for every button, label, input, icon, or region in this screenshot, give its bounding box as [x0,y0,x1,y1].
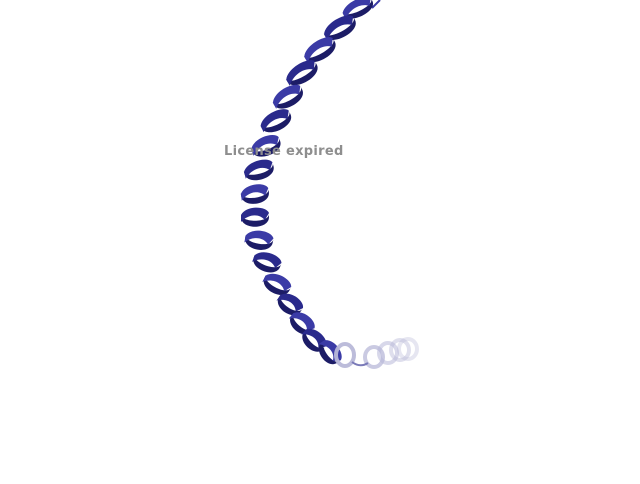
helix-turn-back [241,214,269,227]
helix-turn [252,252,282,273]
helix-turn-back [342,0,373,19]
helix-turn-back [290,312,314,335]
helix-tail-loop [334,342,356,368]
helix-turn [241,207,269,227]
helix-turn-back [272,86,303,109]
helix-turn-front [272,84,301,109]
helix-turn-back [323,17,356,40]
helix-tail-loop [363,345,385,369]
helix-turn [240,184,269,204]
helix-turn [276,293,303,316]
helix-turn [285,60,318,86]
helix-turn [303,37,336,63]
helix-turn-front [324,15,354,41]
helix-turn-back [253,254,282,273]
helix-turn [244,230,274,250]
helix-turn-back [240,189,269,204]
helix-tail-connector [351,361,369,367]
helix-tail-loop [397,337,419,361]
helix-turn [342,0,373,20]
helix-turn-front [251,135,279,156]
helix-turn [250,135,281,157]
license-watermark: License expired [224,144,344,159]
helix-turn-back [260,111,292,133]
helix-turn-front [244,230,274,245]
helix-turn [288,312,315,335]
helix-turn [272,84,303,109]
helix-turn-back [303,38,336,63]
helix-turn [323,15,356,41]
helix-turn-front [240,184,269,201]
helix-turn-front [252,252,282,269]
helix-turn-back [277,294,303,316]
helix-tail-loop [377,341,399,365]
helix-turn [243,159,274,181]
helix-turn-front [262,273,292,292]
helix-turn-front [243,159,273,179]
helix-tail-loop [389,338,411,362]
helix-turn-back [318,339,340,365]
helix-turn-back [250,138,281,157]
helix-turn [260,109,292,133]
helix-turns [240,0,419,369]
helix-turn-back [302,328,326,352]
helix-turn-front [304,37,333,63]
helix-turn [262,273,292,295]
helix-turn-back [243,163,274,181]
helix-turn-front [342,0,371,20]
helix-turn-front [276,293,303,312]
helix-turn-front [260,109,289,133]
helix-turn-front [241,207,269,222]
helix-turn-back [245,234,274,250]
helix-connector [371,0,381,9]
helix-turn-front [286,60,315,86]
helix-turn-front [288,312,315,332]
helix-turn-back [285,61,318,86]
helix-turn-back [263,274,291,295]
